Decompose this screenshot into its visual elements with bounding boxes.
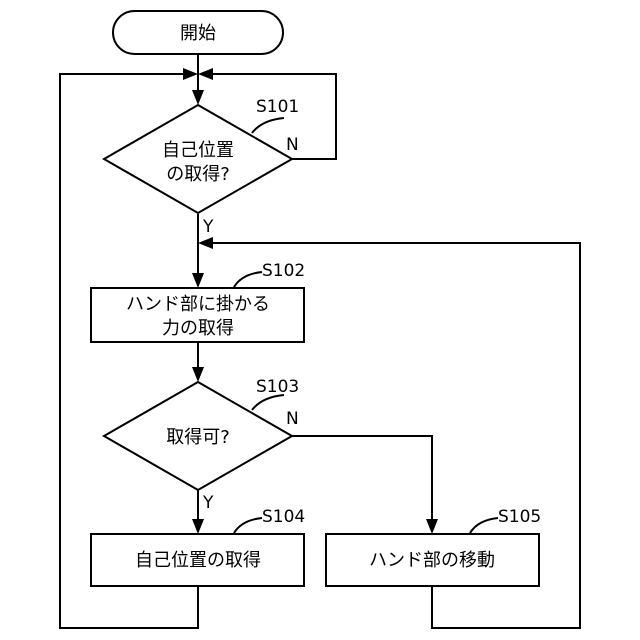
s101-text-line2: の取得? [166, 164, 230, 185]
s102-step-leader [234, 272, 262, 287]
start-terminal: 開始 [113, 11, 283, 54]
s104-step-leader [234, 518, 262, 533]
s103-text: 取得可? [166, 427, 230, 448]
s105-text: ハンド部の移動 [369, 550, 495, 571]
decision-s101: 自己位置 の取得? S101 N Y [104, 97, 299, 237]
s102-text-line1: ハンド部に掛かる [126, 294, 270, 315]
s105-step-leader [470, 518, 498, 533]
arrowhead-into-s101 [192, 90, 204, 105]
s101-step-leader [252, 118, 284, 133]
s101-no-label: N [286, 135, 299, 155]
s104-text: 自己位置の取得 [135, 550, 261, 571]
s105-step-label: S105 [498, 507, 541, 527]
arrowhead-merge-from-right [198, 68, 213, 80]
s101-text-line1: 自己位置 [162, 140, 234, 161]
s102-step-label: S102 [262, 261, 305, 281]
arrowhead-s105-return [198, 237, 213, 249]
s103-step-label: S103 [256, 377, 299, 397]
arrowhead-merge-from-left [183, 68, 198, 80]
decision-s103: 取得可? S103 N Y [104, 377, 299, 513]
process-s105: ハンド部の移動 S105 [326, 507, 541, 586]
s101-step-label: S101 [256, 97, 299, 117]
start-label: 開始 [180, 23, 216, 44]
s103-step-leader [252, 395, 284, 410]
s104-step-label: S104 [262, 507, 305, 527]
arrowhead-into-s102 [192, 273, 204, 288]
s101-yes-label: Y [202, 217, 214, 237]
arrowhead-into-s103 [192, 367, 204, 382]
s102-text-line2: 力の取得 [162, 318, 234, 339]
connector-s103-no-to-s105 [292, 436, 432, 526]
s103-no-label: N [286, 409, 299, 429]
s103-yes-label: Y [202, 493, 214, 513]
arrowhead-into-s105 [426, 519, 438, 534]
arrowhead-into-s104 [192, 519, 204, 534]
